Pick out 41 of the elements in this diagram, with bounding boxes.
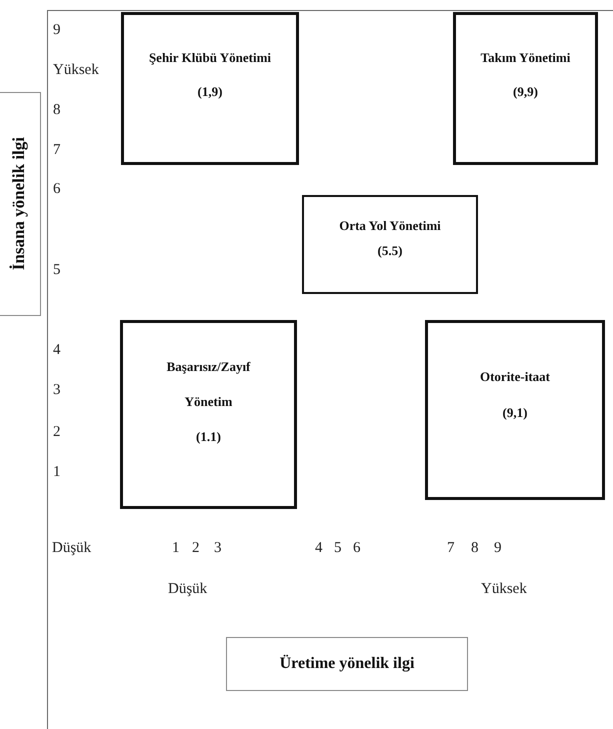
tick-number: 9 (494, 539, 502, 557)
axis-title-box (0, 92, 41, 316)
grid-coordinates: (5.5) (378, 242, 402, 260)
style-box (121, 12, 299, 165)
tick-number: 6 (53, 180, 60, 198)
grid-coordinates: (9,1) (502, 404, 528, 422)
style-box (302, 195, 478, 294)
style-name: Şehir Klübü Yönetimi (148, 49, 272, 67)
grid-coordinates: (1,9) (198, 83, 222, 101)
tick-number: 8 (53, 101, 60, 119)
tick-number: 8 (471, 539, 478, 557)
tick-number: 1 (172, 539, 180, 557)
style-name: Üretime yönelik ilgi (280, 654, 414, 674)
tick-number: 7 (53, 141, 60, 159)
tick-number: 7 (447, 539, 454, 557)
scale-label: Yüksek (481, 580, 527, 598)
style-name: Otorite-itaat (480, 368, 550, 386)
tick-number: 9 (53, 21, 60, 39)
scale-label: Yüksek (53, 61, 99, 79)
style-box (425, 320, 605, 500)
tick-number: 4 (53, 341, 60, 359)
grid-coordinates: (1.1) (196, 428, 221, 446)
tick-number: 1 (53, 463, 60, 481)
style-box (453, 12, 598, 165)
tick-number: 3 (214, 539, 222, 557)
tick-number: 4 (315, 539, 322, 557)
tick-number: 5 (334, 539, 342, 557)
tick-number: 3 (53, 381, 60, 399)
style-name: Takım Yönetimi (480, 49, 570, 67)
scale-label: Düşük (168, 580, 208, 598)
scale-label: Düşük (52, 539, 92, 557)
tick-number: 2 (192, 539, 200, 557)
tick-number: 6 (353, 539, 360, 557)
tick-number: 5 (53, 261, 60, 279)
grid-coordinates: (9,9) (513, 83, 538, 101)
style-name: Orta Yol Yönetimi (339, 217, 441, 235)
style-name: Başarısız/Zayıf Yönetim (166, 358, 252, 411)
axis-title: İnsana yönelik ilgi (9, 137, 29, 271)
style-box (120, 320, 297, 509)
tick-number: 2 (53, 423, 60, 441)
axis-title-box (226, 637, 468, 691)
